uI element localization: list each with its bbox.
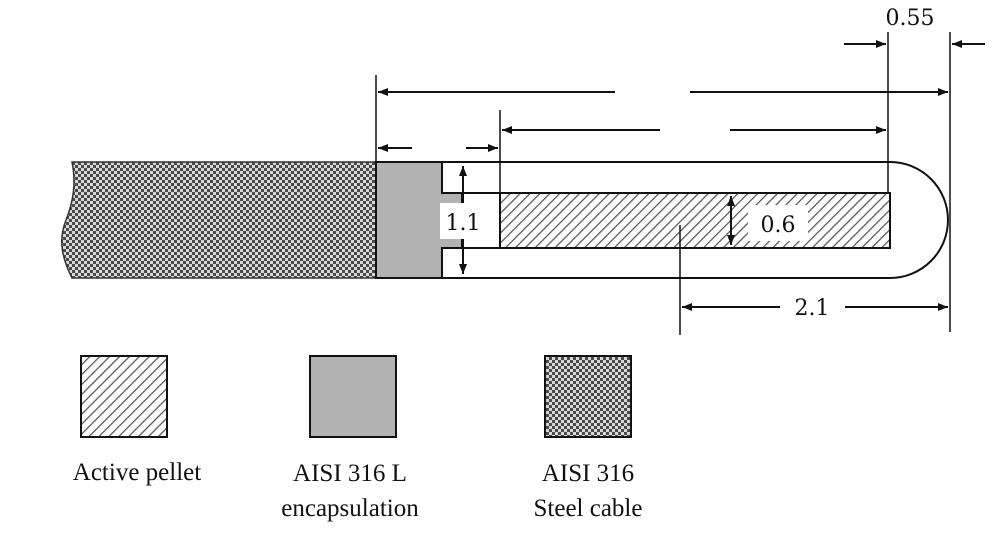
dim-label-tip-gap: 0.55 [886,6,935,31]
legend-label-encapsulation-1: AISI 316 L [293,460,407,487]
legend-swatch-active-pellet [80,355,168,438]
dim-label-tip-length: 2.1 [795,296,830,321]
steel-cable [60,161,377,279]
legend-label-steel-cable-1: AISI 316 [542,460,634,487]
active-pellet [499,192,891,249]
label-background [748,205,808,241]
dim-label-outer-diameter: 1.1 [446,211,481,236]
dim-label-pellet-diameter: 0.6 [761,213,796,238]
legend-label-steel-cable-2: Steel cable [534,495,643,522]
legend-label-active-pellet: Active pellet [73,459,201,486]
legend-label-encapsulation-2: encapsulation [281,495,419,522]
legend-swatch-encapsulation [309,355,397,438]
legend-swatch-steel-cable [544,355,632,438]
label-background [440,203,484,239]
